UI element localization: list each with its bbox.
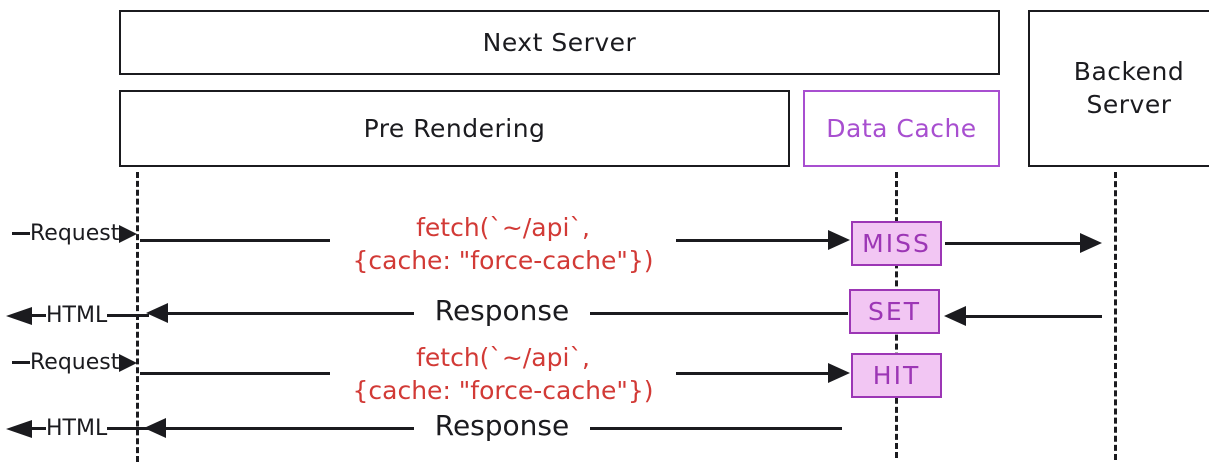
- participant-data-cache: Data Cache: [803, 90, 1000, 167]
- miss-to-backend-arrow-line: [945, 242, 1090, 245]
- arrowhead-left-icon: [944, 306, 966, 326]
- response1-external-label: HTML: [6, 303, 150, 328]
- miss-label: MISS: [862, 229, 931, 258]
- pre-rendering-label: Pre Rendering: [363, 114, 546, 143]
- arrowhead-left-icon: [144, 418, 166, 438]
- arrowhead-left-icon: [6, 419, 32, 438]
- backend-server-lifeline: [1114, 172, 1117, 460]
- response2-text: Response: [414, 409, 590, 442]
- line-segment: [12, 361, 30, 364]
- line-segment: [107, 427, 150, 430]
- request1-external-label: Request: [12, 221, 138, 246]
- set-label: SET: [868, 297, 921, 326]
- cache-status-miss: MISS: [851, 221, 942, 266]
- line-segment: [12, 232, 30, 235]
- request1-fetch-code: fetch(`~/api`, {cache: "force-cache"}): [330, 211, 676, 277]
- line-segment: [32, 314, 46, 317]
- participant-backend-server: Backend Server: [1028, 10, 1209, 167]
- request2-external-label: Request: [12, 350, 138, 375]
- cache-status-hit: HIT: [851, 353, 942, 398]
- participant-next-server: Next Server: [119, 10, 1000, 75]
- next-server-label: Next Server: [482, 28, 637, 57]
- request1-label-text: Request: [30, 221, 120, 246]
- backend-server-label: Backend Server: [1073, 57, 1185, 119]
- data-cache-label: Data Cache: [826, 114, 977, 143]
- hit-label: HIT: [872, 361, 921, 390]
- arrowhead-left-icon: [6, 306, 32, 325]
- arrowhead-right-icon: [828, 230, 850, 250]
- pre-rendering-lifeline: [136, 172, 139, 462]
- line-segment: [107, 314, 150, 317]
- html2-label-text: HTML: [46, 416, 108, 441]
- line-segment: [32, 427, 46, 430]
- arrowhead-right-icon: [1080, 233, 1102, 253]
- request2-fetch-code: fetch(`~/api`, {cache: "force-cache"}): [330, 341, 676, 407]
- html1-label-text: HTML: [46, 303, 108, 328]
- arrowhead-right-icon: [119, 353, 138, 372]
- participant-pre-rendering: Pre Rendering: [119, 90, 790, 167]
- arrowhead-right-icon: [119, 224, 138, 243]
- cache-status-set: SET: [849, 289, 940, 334]
- arrowhead-right-icon: [828, 363, 850, 383]
- backend-to-set-arrow-line: [964, 315, 1102, 318]
- request2-label-text: Request: [30, 350, 120, 375]
- arrowhead-left-icon: [146, 303, 168, 323]
- response2-external-label: HTML: [6, 416, 150, 441]
- response1-text: Response: [414, 294, 590, 327]
